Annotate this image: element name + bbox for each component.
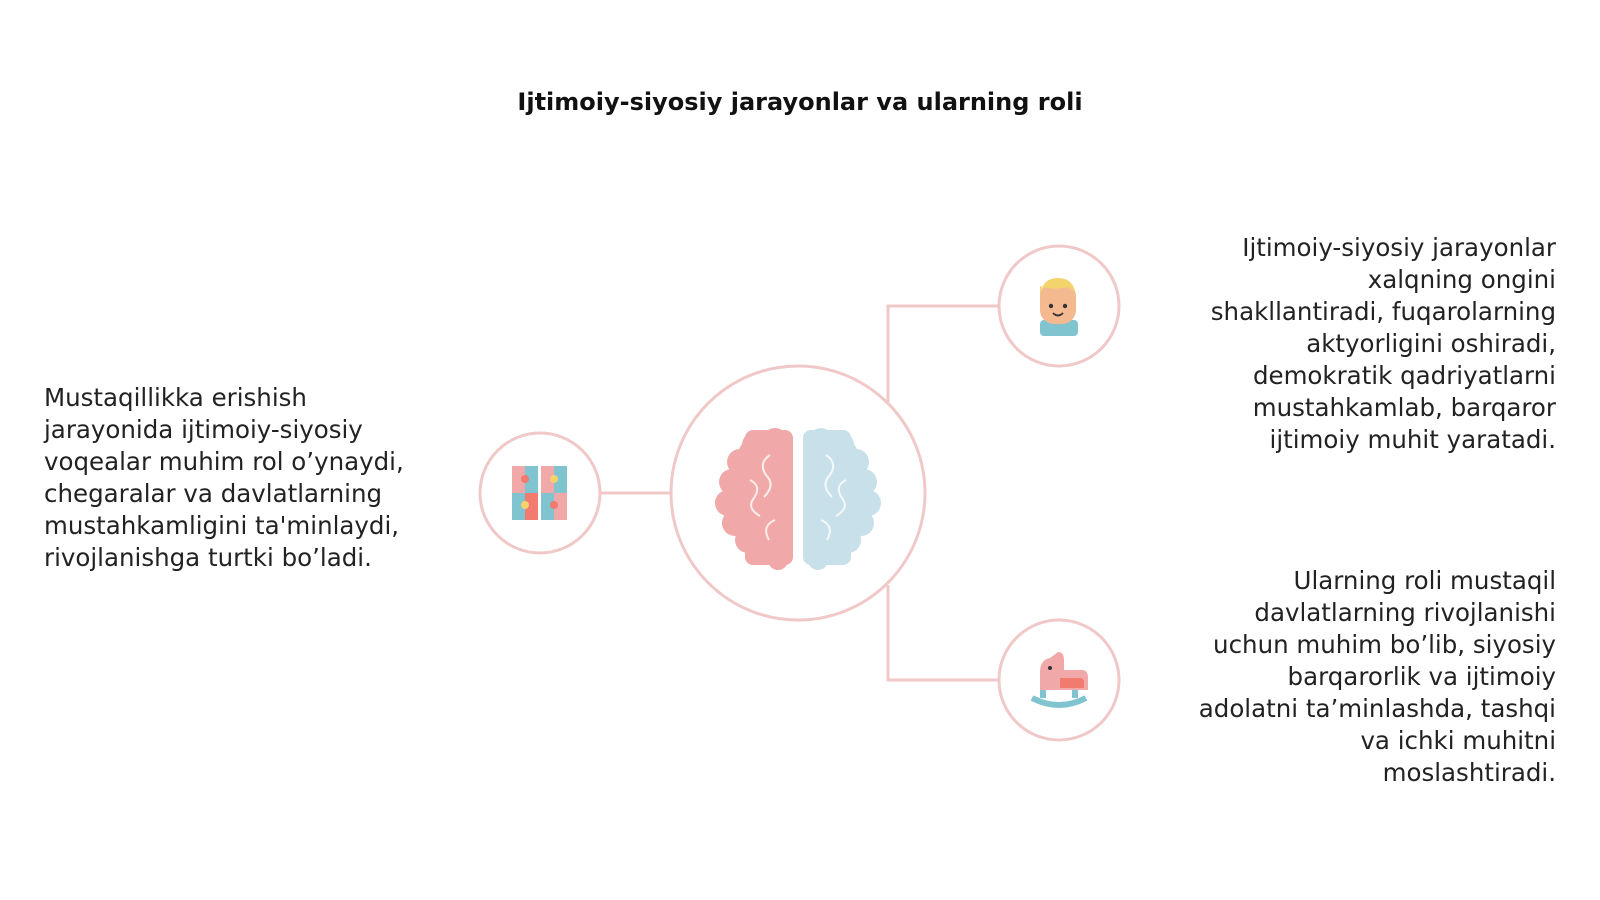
connector-right-top	[886, 304, 998, 402]
connector-right-bottom	[886, 585, 998, 682]
left-node	[478, 431, 602, 555]
right-top-node	[997, 244, 1121, 368]
right-bottom-node	[997, 618, 1121, 742]
connectors	[600, 304, 998, 682]
puzzle-blocks-icon	[512, 466, 567, 520]
rocking-horse-icon	[1030, 652, 1088, 708]
page-title: Ijtimoiy-siyosiy jarayonlar va ularning …	[517, 88, 1083, 116]
left-node-text: Mustaqillikka erishish jarayonida ijtimo…	[44, 383, 404, 572]
brain-icon	[715, 428, 881, 570]
child-face-icon	[1040, 278, 1078, 336]
right-bottom-node-text: Ularning roli mustaqil davlatlarning riv…	[1198, 566, 1556, 787]
center-node	[669, 364, 927, 622]
right-top-node-text: Ijtimoiy-siyosiy jarayonlar xalqning ong…	[1210, 233, 1556, 454]
